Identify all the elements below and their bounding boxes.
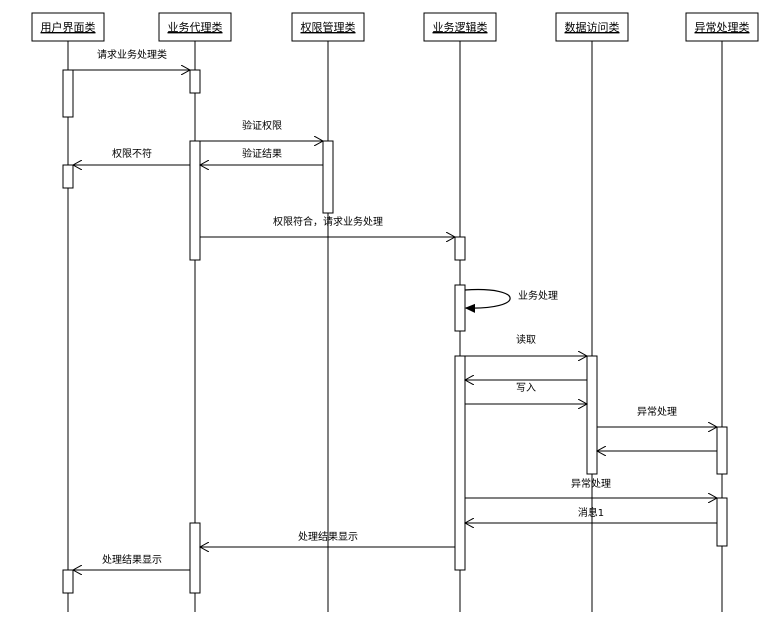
activation-bar [62, 569, 74, 594]
message-label: 异常处理 [637, 405, 677, 418]
message-0: 请求业务处理类 [68, 48, 190, 70]
participant-box [291, 12, 365, 42]
activation-bar [62, 164, 74, 189]
self-message-arrow [465, 288, 511, 309]
activation-bar [716, 497, 728, 547]
message-label: 权限不符 [112, 147, 152, 160]
message-label: 业务处理 [518, 289, 558, 302]
participant-label: 用户界面类 [41, 20, 96, 34]
activation-bar [454, 236, 466, 261]
participant-label: 权限管理类 [301, 20, 356, 34]
message-12: 消息1 [465, 506, 717, 523]
activation-bar [189, 69, 201, 94]
participant-box [555, 12, 629, 42]
message-label: 读取 [516, 333, 536, 346]
participant-box [31, 12, 105, 42]
participant-label: 业务逻辑类 [433, 20, 488, 34]
activation-bar [716, 426, 728, 475]
message-9: 异常处理 [597, 405, 717, 427]
message-8: 写入 [465, 382, 587, 404]
message-5: 业务处理 [465, 288, 558, 309]
message-11: 异常处理 [465, 477, 717, 498]
participant-logic: 业务逻辑类 [423, 12, 497, 42]
participant-exc: 异常处理类 [685, 12, 759, 42]
activation-bar [62, 69, 74, 118]
participant-perm: 权限管理类 [291, 12, 365, 42]
message-4: 权限符合，请求业务处理 [200, 215, 455, 237]
message-13: 处理结果显示 [200, 530, 455, 547]
message-label: 处理结果显示 [102, 553, 162, 566]
participant-proxy: 业务代理类 [158, 12, 232, 42]
message-2: 验证结果 [200, 147, 323, 165]
message-1: 验证权限 [200, 119, 323, 141]
participant-ui: 用户界面类 [31, 12, 105, 42]
message-label: 权限符合，请求业务处理 [273, 215, 383, 228]
participant-label: 数据访问类 [565, 20, 620, 34]
activation-bar [454, 284, 466, 332]
message-label: 异常处理 [571, 477, 611, 490]
activation-bar [189, 522, 201, 594]
message-label: 验证结果 [242, 147, 282, 160]
message-3: 权限不符 [73, 147, 190, 165]
participant-label: 异常处理类 [695, 20, 750, 34]
message-label: 写入 [516, 382, 536, 394]
message-label: 处理结果显示 [298, 530, 358, 543]
message-14: 处理结果显示 [73, 553, 190, 570]
activation-bar [189, 140, 201, 261]
activation-bar [454, 355, 466, 571]
participant-data: 数据访问类 [555, 12, 629, 42]
activation-bar [586, 355, 598, 475]
message-label: 请求业务处理类 [97, 48, 167, 61]
activation-bar [322, 140, 334, 214]
message-6: 读取 [465, 333, 587, 356]
message-label: 验证权限 [242, 119, 282, 132]
participant-box [685, 12, 759, 42]
message-label: 消息1 [578, 506, 604, 519]
participant-box [158, 12, 232, 42]
participant-label: 业务代理类 [168, 20, 223, 34]
participant-box [423, 12, 497, 42]
